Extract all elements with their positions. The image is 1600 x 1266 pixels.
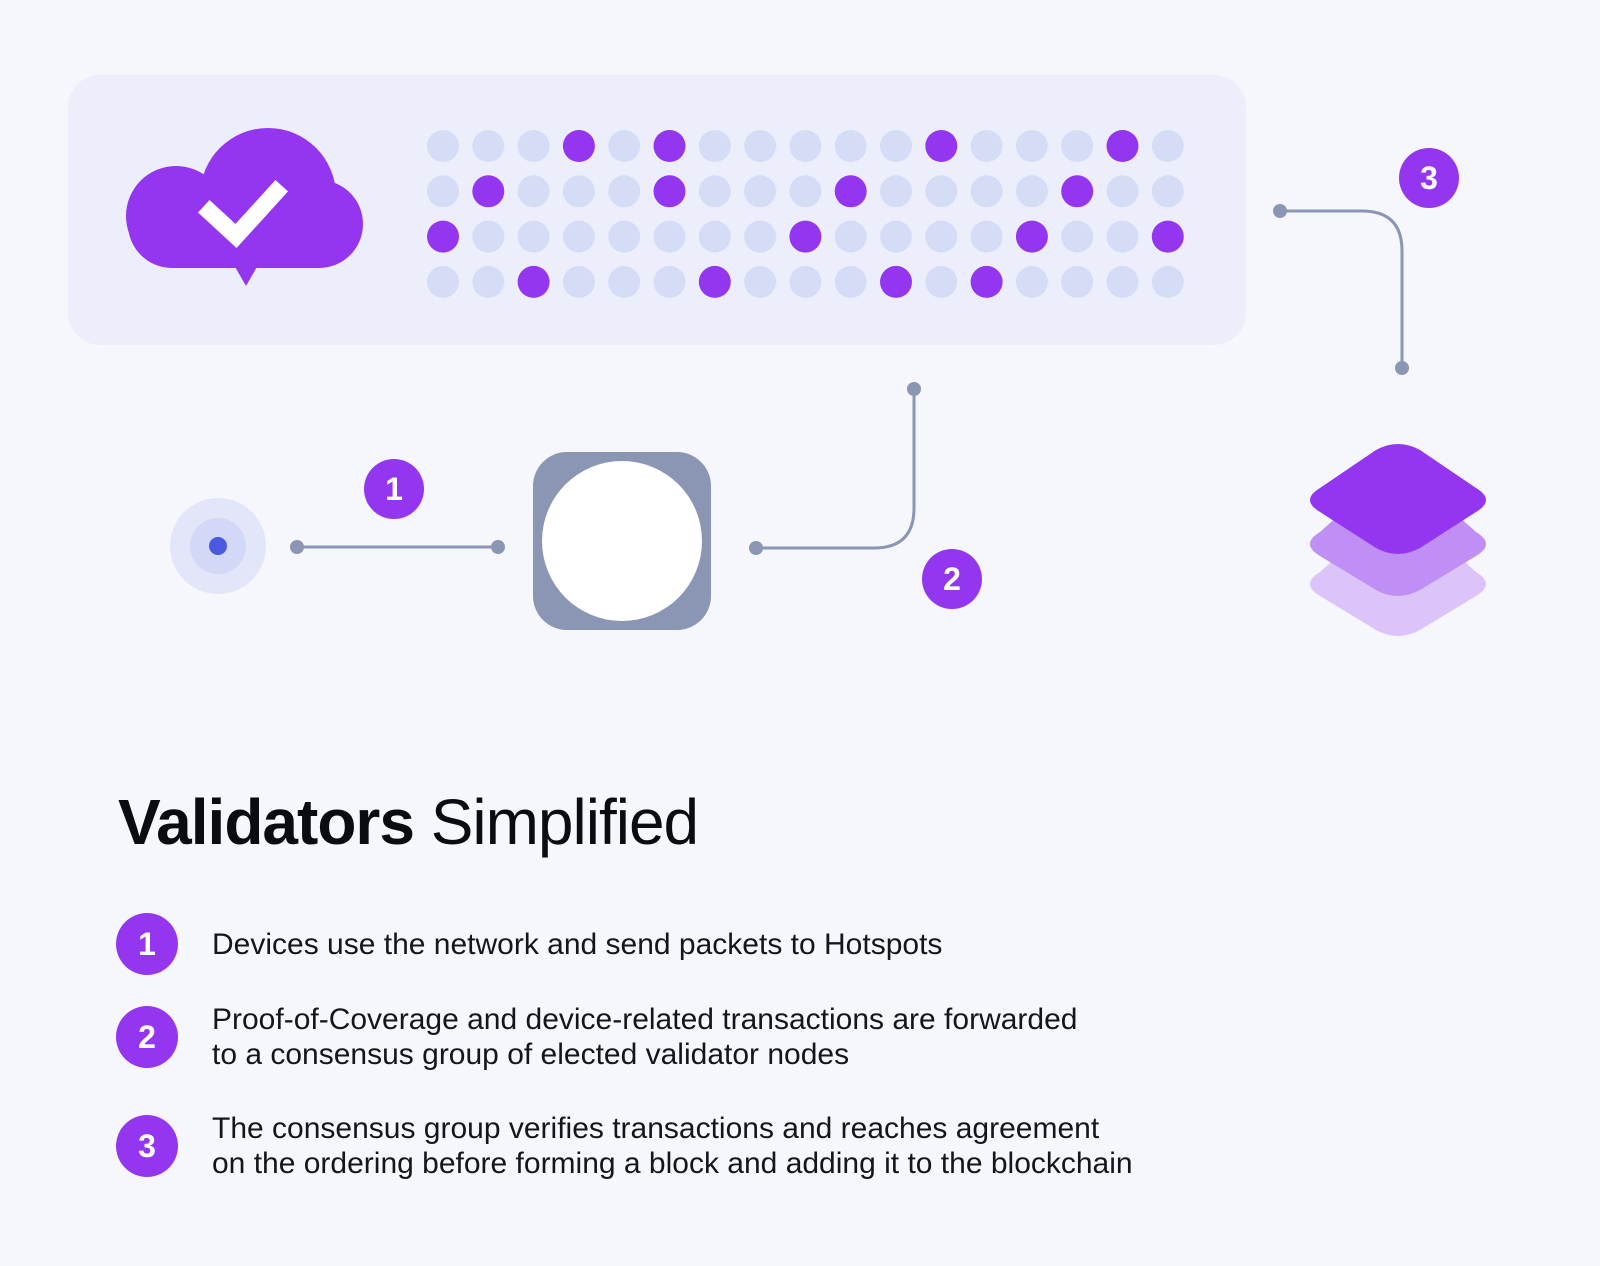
connector-3 <box>1273 204 1409 375</box>
device-icon <box>533 452 711 630</box>
diagram-marker-3: 3 <box>1399 148 1459 208</box>
matrix-dot <box>880 175 912 208</box>
matrix-dot-active <box>472 175 505 208</box>
matrix-dot-active <box>789 220 822 253</box>
matrix-dot <box>427 130 459 162</box>
matrix-dot <box>472 130 505 162</box>
matrix-dot <box>517 175 550 208</box>
svg-text:1: 1 <box>385 471 403 507</box>
matrix-dot-active <box>653 175 686 208</box>
matrix-dot <box>1015 130 1048 162</box>
matrix-dot <box>834 265 867 298</box>
matrix-dot <box>517 130 550 162</box>
matrix-dot <box>562 175 595 208</box>
matrix-dot <box>1151 130 1184 162</box>
matrix-dot <box>789 265 822 298</box>
matrix-dot <box>970 220 1003 253</box>
matrix-dot <box>1151 175 1184 208</box>
matrix-dot <box>925 175 958 208</box>
matrix-dot <box>653 265 686 298</box>
matrix-dot <box>1061 130 1094 162</box>
svg-text:3: 3 <box>1420 160 1438 196</box>
matrix-dot <box>834 130 867 162</box>
matrix-dot <box>744 265 777 298</box>
matrix-dot <box>744 130 777 162</box>
transaction-dot-matrix <box>427 130 1184 298</box>
matrix-dot-active <box>562 130 595 162</box>
matrix-dot <box>427 265 459 298</box>
matrix-dot <box>925 220 958 253</box>
matrix-dot <box>744 175 777 208</box>
title-bold: Validators <box>118 786 415 858</box>
matrix-dot <box>789 130 822 162</box>
matrix-dot <box>1106 265 1139 298</box>
matrix-dot-active <box>1106 130 1139 162</box>
matrix-dot <box>698 220 731 253</box>
matrix-dot-active <box>698 265 731 298</box>
matrix-dot-active <box>427 220 459 253</box>
step-3: 3 The consensus group verifies transacti… <box>116 1111 1316 1181</box>
matrix-dot-active <box>970 265 1003 298</box>
page-title: Validators Simplified <box>118 786 699 858</box>
matrix-dot-active <box>517 265 550 298</box>
matrix-dot <box>1061 220 1094 253</box>
matrix-dot <box>1061 265 1094 298</box>
matrix-dot <box>608 175 641 208</box>
matrix-dot <box>925 265 958 298</box>
matrix-dot <box>472 220 505 253</box>
matrix-dot-active <box>834 175 867 208</box>
diagram-marker-1: 1 <box>364 459 424 519</box>
title-light: Simplified <box>430 786 699 858</box>
connector-1 <box>290 540 505 554</box>
matrix-dot <box>698 175 731 208</box>
matrix-dot-active <box>925 130 958 162</box>
matrix-dot <box>1106 220 1139 253</box>
matrix-dot <box>1015 175 1048 208</box>
connector-2 <box>749 382 921 555</box>
matrix-dot <box>1015 265 1048 298</box>
matrix-dot <box>608 130 641 162</box>
step-text-3: The consensus group verifies transaction… <box>212 1112 1133 1180</box>
matrix-dot-active <box>1061 175 1094 208</box>
step-badge-1: 1 <box>116 913 178 975</box>
matrix-dot <box>562 220 595 253</box>
matrix-dot <box>1106 175 1139 208</box>
matrix-dot <box>608 220 641 253</box>
step-badge-2: 2 <box>116 1006 178 1068</box>
matrix-dot <box>517 220 550 253</box>
matrix-dot <box>653 220 686 253</box>
matrix-dot <box>472 265 505 298</box>
matrix-dot-active <box>1151 220 1184 253</box>
validator-flow-diagram: 3 1 2 <box>126 128 1486 636</box>
cloud-check-icon <box>126 128 363 286</box>
hotspot-icon <box>170 498 266 594</box>
matrix-dot <box>744 220 777 253</box>
matrix-dot <box>880 220 912 253</box>
step-1: 1 Devices use the network and send packe… <box>116 913 1316 975</box>
step-text-1: Devices use the network and send packets… <box>212 927 943 961</box>
matrix-dot-active <box>1015 220 1048 253</box>
matrix-dot <box>427 175 459 208</box>
matrix-dot <box>698 130 731 162</box>
block-stack-icon <box>1310 444 1486 636</box>
matrix-dot-active <box>653 130 686 162</box>
step-badge-3: 3 <box>116 1115 178 1177</box>
matrix-dot <box>834 220 867 253</box>
step-2: 2 Proof-of-Coverage and device-related t… <box>116 1002 1316 1072</box>
matrix-dot-active <box>880 265 912 298</box>
step-text-2: Proof-of-Coverage and device-related tra… <box>212 1003 1078 1071</box>
matrix-dot <box>880 130 912 162</box>
matrix-dot <box>970 175 1003 208</box>
matrix-dot <box>970 130 1003 162</box>
svg-text:2: 2 <box>943 561 961 597</box>
diagram-marker-2: 2 <box>922 549 982 609</box>
matrix-dot <box>789 175 822 208</box>
matrix-dot <box>1151 265 1184 298</box>
matrix-dot <box>562 265 595 298</box>
matrix-dot <box>608 265 641 298</box>
